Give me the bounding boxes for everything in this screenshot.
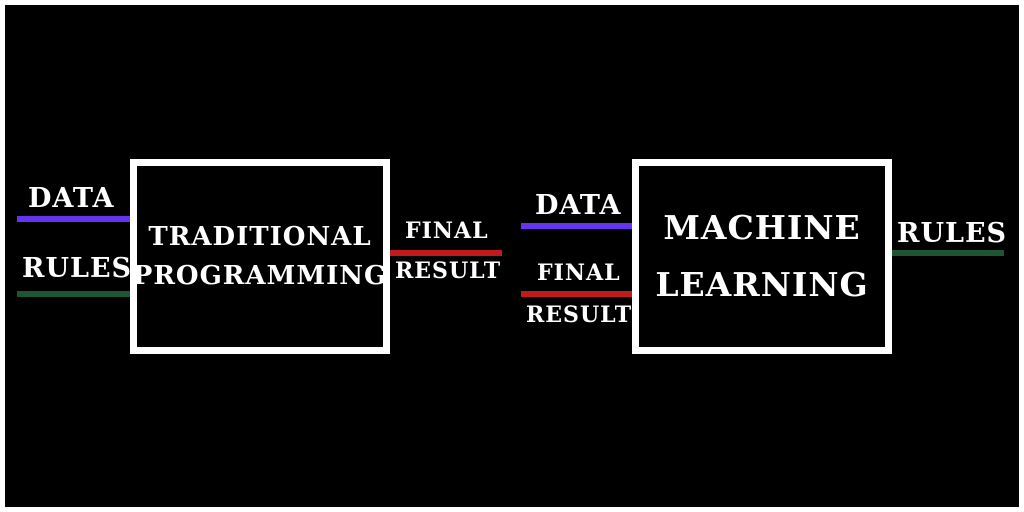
machine-learning-title: MACHINE LEARNING: [655, 200, 868, 312]
ml-box-line2: LEARNING: [655, 264, 869, 304]
ml-output-rules-label: RULES: [897, 218, 1008, 249]
tp-input-rules-label: RULES: [22, 253, 133, 284]
tp-box-line1: TRADITIONAL: [148, 221, 372, 252]
ml-input-data-label: DATA: [535, 190, 622, 221]
tp-output-result-label: RESULT: [395, 258, 502, 284]
tp-result-arrow-line: [390, 250, 502, 256]
ml-result-arrow-line: [521, 291, 634, 297]
traditional-programming-box: TRADITIONAL PROGRAMMING: [130, 159, 390, 354]
tp-data-arrow-line: [17, 216, 130, 222]
ml-input-final-label: FINAL: [537, 260, 621, 286]
diagram-canvas: DATA RULES TRADITIONAL PROGRAMMING FINAL…: [5, 5, 1019, 507]
traditional-programming-title: TRADITIONAL PROGRAMMING: [133, 218, 387, 296]
ml-rules-arrow-line: [892, 250, 1004, 256]
ml-input-result-label: RESULT: [526, 302, 633, 328]
tp-box-line2: PROGRAMMING: [132, 260, 388, 291]
machine-learning-box: MACHINE LEARNING: [632, 159, 892, 354]
tp-output-final-label: FINAL: [405, 218, 489, 244]
tp-rules-arrow-line: [17, 291, 130, 297]
ml-data-arrow-line: [521, 223, 634, 229]
ml-box-line1: MACHINE: [663, 208, 861, 248]
tp-input-data-label: DATA: [28, 183, 115, 214]
